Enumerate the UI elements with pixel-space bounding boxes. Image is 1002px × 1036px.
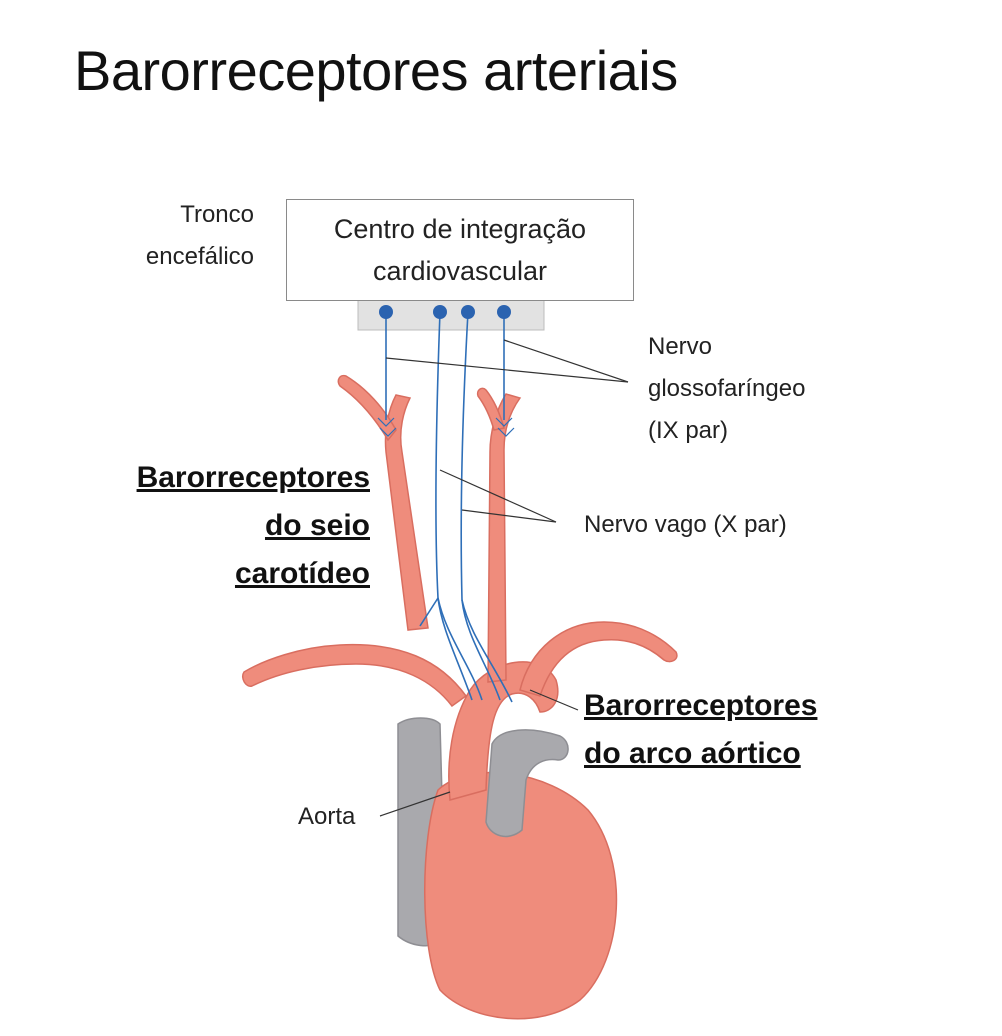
glossopharyngeal-label-line3: (IX par) bbox=[648, 417, 729, 444]
glossopharyngeal-label-line2: glossofaríngeo bbox=[648, 375, 806, 402]
vagus-label: Nervo vago (X par) bbox=[584, 511, 787, 538]
carotid-sinus-endings-left bbox=[495, 417, 515, 437]
brainstem-label-line2: encefálico bbox=[145, 243, 254, 270]
carotid-baroreceptors-label: Barorreceptores do seio carotídeo bbox=[94, 454, 370, 598]
vagus-leader-1 bbox=[439, 469, 557, 523]
carotid-label-line1: Barorreceptores bbox=[136, 461, 370, 494]
aortic-baroreceptors-label: Barorreceptores do arco aórtico bbox=[584, 682, 817, 778]
glosso-leader-2 bbox=[503, 339, 629, 383]
nerve-node-1 bbox=[379, 305, 393, 319]
vagus-nerve-left bbox=[460, 311, 501, 701]
vagus-branch-2 bbox=[461, 599, 513, 703]
carotid-sinus-endings-right bbox=[377, 417, 397, 437]
brainstem-label-line1: Tronco bbox=[180, 201, 254, 228]
aortic-arch bbox=[448, 661, 559, 801]
pulmonary-trunk bbox=[485, 729, 569, 838]
carotid-label-line2: do seio bbox=[264, 509, 370, 542]
nerve-node-2 bbox=[433, 305, 447, 319]
heart bbox=[424, 771, 618, 1020]
aortic-label-line2: do arco aórtico bbox=[584, 737, 801, 770]
right-carotid-external bbox=[337, 374, 397, 442]
aortic-label-line1: Barorreceptores bbox=[584, 689, 818, 722]
vagus-nerve-right bbox=[435, 311, 473, 701]
right-carotid-artery bbox=[384, 394, 429, 631]
carotid-branch bbox=[419, 597, 439, 627]
nerve-fibers bbox=[385, 311, 513, 703]
aorta-leader bbox=[379, 791, 451, 817]
nerve-node-3 bbox=[461, 305, 475, 319]
integration-center-line1: Centro de integração bbox=[333, 214, 587, 244]
page-title: Barorreceptores arteriais bbox=[74, 39, 678, 102]
glosso-leader-1 bbox=[385, 357, 629, 383]
aortic-leader bbox=[529, 689, 579, 711]
nerve-node-4 bbox=[497, 305, 511, 319]
integration-center-line2: cardiovascular bbox=[372, 256, 548, 286]
vagus-branch-1 bbox=[437, 597, 483, 701]
brainstem-label: Tronco encefálico bbox=[136, 194, 254, 278]
left-subclavian-artery bbox=[519, 621, 678, 697]
carotid-label-line3: carotídeo bbox=[234, 557, 370, 590]
integration-center-box: Centro de integração cardiovascular bbox=[286, 199, 634, 301]
glossopharyngeal-label-line1: Nervo bbox=[648, 333, 713, 360]
leader-lines bbox=[379, 339, 629, 817]
left-carotid-artery bbox=[487, 393, 522, 683]
vagus-leader-2 bbox=[461, 509, 557, 523]
sensory-endings bbox=[377, 417, 515, 437]
aorta-label: Aorta bbox=[298, 803, 356, 830]
glossopharyngeal-label: Nervo glossofaríngeo (IX par) bbox=[648, 326, 805, 452]
nerve-nodes bbox=[379, 305, 511, 319]
right-subclavian-artery bbox=[241, 643, 468, 708]
